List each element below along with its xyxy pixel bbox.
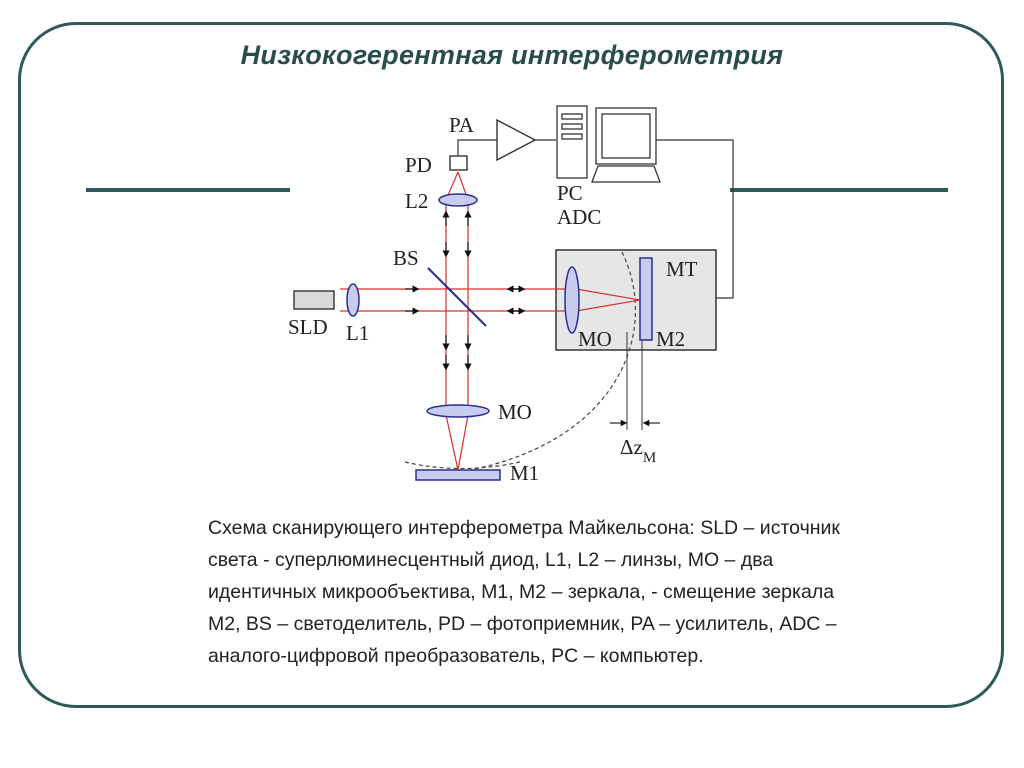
label-mo-bottom: MO <box>498 400 532 424</box>
label-pc: PC <box>557 181 583 205</box>
label-bs: BS <box>393 246 419 270</box>
label-mt: MT <box>666 257 698 281</box>
scan-stage-box <box>555 249 717 351</box>
label-mo-ref: MO <box>578 327 612 351</box>
lens-l2 <box>438 193 478 207</box>
interferometer-diagram: PA PD L2 PC ADC BS MT SLD L1 MO M2 MO M1… <box>288 105 734 485</box>
title-rule-right <box>730 188 948 192</box>
sld-source <box>293 290 335 310</box>
mirror-m2 <box>639 257 653 341</box>
scan-arc <box>469 251 636 471</box>
lens-l1 <box>346 283 360 317</box>
slide-title: Низкокогерентная интерферометрия <box>240 40 784 70</box>
caption-text: Схема сканирующего интерферометра Майкел… <box>208 517 840 667</box>
caption: Схема сканирующего интерферометра Майкел… <box>208 512 858 672</box>
label-pd: PD <box>405 153 432 177</box>
label-sld: SLD <box>288 315 328 339</box>
label-m2: M2 <box>656 327 685 351</box>
label-m1: M1 <box>510 461 539 485</box>
label-l2: L2 <box>405 189 428 213</box>
label-delta-z: ΔzM <box>620 435 656 466</box>
objective-ref <box>564 266 580 334</box>
label-l1: L1 <box>346 321 369 345</box>
beam-splitter <box>427 267 487 327</box>
title-rule-left <box>86 188 290 192</box>
beam-paths <box>340 171 641 471</box>
mirror-m1 <box>415 469 501 481</box>
amplifier <box>496 118 537 162</box>
bottom-arc <box>404 461 521 470</box>
pc-stage-wire <box>656 139 734 299</box>
beam-arrows <box>405 210 526 371</box>
objective-sample <box>426 404 490 418</box>
pd-pa-wire <box>457 139 497 156</box>
label-delta-z-sub: M <box>643 450 656 466</box>
label-adc: ADC <box>557 205 601 229</box>
label-pa: PA <box>449 113 475 137</box>
computer-icon <box>556 105 661 183</box>
photodetector <box>449 155 468 171</box>
